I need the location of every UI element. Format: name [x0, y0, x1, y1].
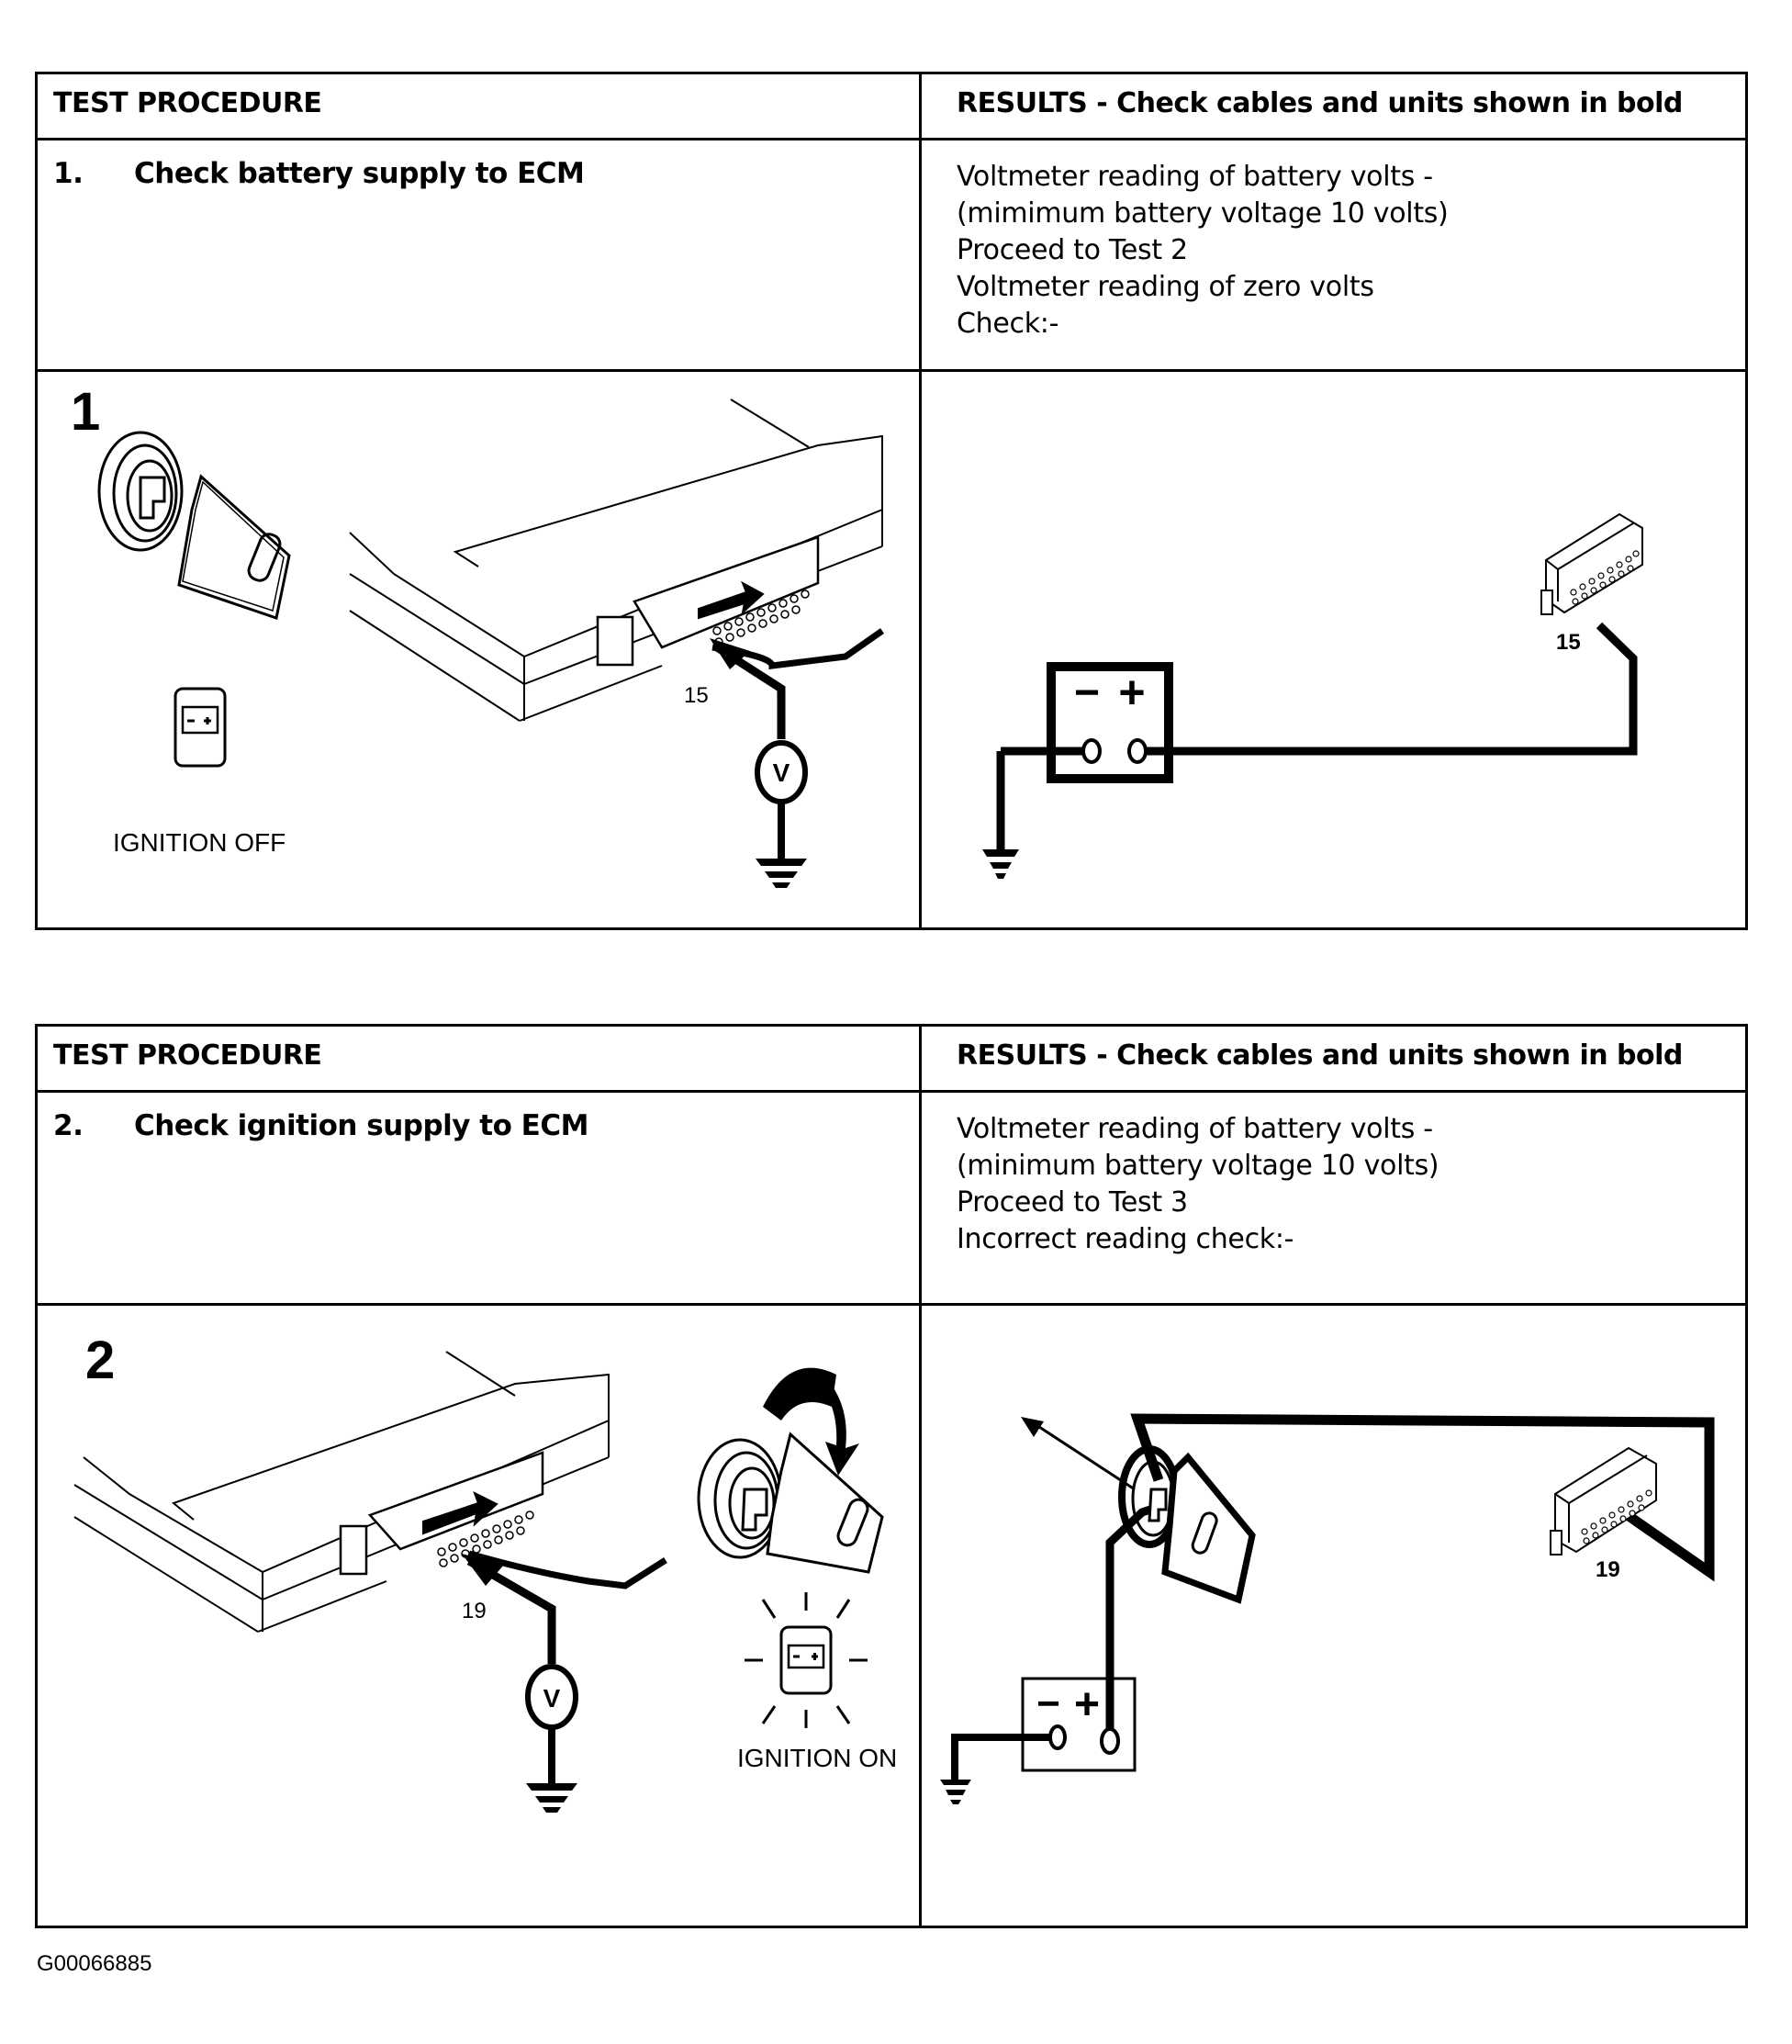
ignition-key-turned-icon: [697, 1367, 884, 1574]
ecm-unit-icon: [349, 399, 883, 722]
probe-arrow-icon: [710, 638, 750, 669]
ground-wire: [951, 1734, 1058, 1780]
header-cell-left: TEST PROCEDURE: [38, 1027, 922, 1090]
ecm-connector-drawing: 19 V: [73, 1351, 897, 1813]
ground-symbol-icon: [526, 1783, 577, 1813]
figure-code: G00066885: [37, 1951, 152, 1976]
battery-warning-lamp-icon: [174, 687, 227, 768]
ignition-off-label: IGNITION OFF: [113, 828, 286, 857]
test-1-text-row: 1. Check battery supply to ECM Voltmeter…: [38, 140, 1745, 372]
figure-number: 1: [71, 382, 101, 442]
figure-1-schematic: − +: [922, 372, 1745, 927]
positive-terminal: [1127, 738, 1148, 764]
ignition-on-label: IGNITION ON: [737, 1744, 897, 1772]
figure-2-illustration: 2: [38, 1306, 922, 1926]
battery-icon: − +: [1047, 662, 1173, 783]
results-cell: Voltmeter reading of battery volts - (mi…: [922, 140, 1745, 369]
voltmeter-icon: V: [525, 1664, 578, 1730]
ground-symbol-icon: [982, 849, 1019, 879]
test-procedure-header: TEST PROCEDURE: [53, 1039, 322, 1072]
result-line: Proceed to Test 3: [957, 1186, 1188, 1219]
result-line: (mimimum battery voltage 10 volts): [957, 197, 1449, 230]
figure-1-illustration: 1: [38, 372, 922, 927]
step-text: Check battery supply to ECM: [134, 157, 585, 190]
header-cell-left: TEST PROCEDURE: [38, 74, 922, 138]
step-number: 1.: [53, 157, 84, 190]
test-1-table: TEST PROCEDURE RESULTS - Check cables an…: [35, 72, 1748, 930]
results-cell: Voltmeter reading of battery volts - (mi…: [922, 1093, 1745, 1303]
switched-supply-wire: [1130, 1413, 1715, 1582]
battery-icon: − +: [1021, 1677, 1137, 1772]
battery-minus-terminal-label: −: [1036, 1681, 1060, 1726]
battery-circuit-schematic: − +: [982, 512, 1643, 879]
figure-2-schematic: − +: [922, 1306, 1745, 1926]
voltmeter-icon: V: [755, 740, 808, 804]
result-line: Incorrect reading check:-: [957, 1223, 1294, 1255]
step-title: 1. Check battery supply to ECM: [53, 157, 585, 190]
svg-text:V: V: [543, 1684, 561, 1713]
figure-number: 2: [85, 1331, 116, 1390]
result-line: Check:-: [957, 308, 1059, 340]
results-header: RESULTS - Check cables and units shown i…: [957, 87, 1683, 119]
supply-wire: [1137, 622, 1638, 756]
result-line: Proceed to Test 2: [957, 234, 1188, 266]
pointer-line: [1036, 1423, 1136, 1491]
test-procedure-header: TEST PROCEDURE: [53, 87, 322, 119]
ecm-connector-drawing: IGNITION OFF: [97, 399, 885, 888]
ecm-connector-icon: [1540, 512, 1643, 615]
ignition-key-icon: [97, 431, 291, 620]
ground-symbol-icon: [940, 1780, 971, 1804]
header-cell-right: RESULTS - Check cables and units shown i…: [922, 74, 1745, 138]
negative-terminal: [1048, 1724, 1067, 1750]
result-line: Voltmeter reading of zero volts: [957, 271, 1374, 303]
ecm-connector-icon: [1550, 1446, 1657, 1555]
pin-number-label: 19: [462, 1599, 487, 1623]
battery-minus-terminal-label: −: [1074, 668, 1100, 717]
results-list: Voltmeter reading of battery volts - (mi…: [957, 159, 1449, 343]
pointer-arrow-icon: [1021, 1417, 1044, 1437]
ground-symbol-icon: [756, 859, 807, 888]
positive-terminal: [1100, 1727, 1120, 1755]
battery-warning-lamp-on-icon: [745, 1592, 868, 1728]
pin-number-label: 15: [684, 683, 709, 708]
test-2-figure-row: 2: [38, 1306, 1745, 1926]
rotate-arrow-icon: [763, 1367, 836, 1421]
test-2-text-row: 2. Check ignition supply to ECM Voltmete…: [38, 1093, 1745, 1306]
test-2-table: TEST PROCEDURE RESULTS - Check cables an…: [35, 1024, 1748, 1928]
header-cell-right: RESULTS - Check cables and units shown i…: [922, 1027, 1745, 1090]
ecm-unit-icon: [73, 1351, 610, 1633]
test-1-figure-row: 1: [38, 372, 1745, 927]
probe-lead: [466, 1557, 556, 1664]
test-2-header-row: TEST PROCEDURE RESULTS - Check cables an…: [38, 1027, 1745, 1093]
procedure-cell: 1. Check battery supply to ECM: [38, 140, 922, 369]
results-list: Voltmeter reading of battery volts - (mi…: [957, 1111, 1439, 1258]
step-title: 2. Check ignition supply to ECM: [53, 1109, 588, 1142]
step-text: Check ignition supply to ECM: [134, 1109, 588, 1142]
negative-terminal: [1081, 738, 1102, 764]
ignition-switch-icon: [1118, 1445, 1256, 1604]
svg-text:V: V: [773, 758, 790, 787]
battery-plus-terminal-label: +: [1118, 667, 1145, 718]
pin-number-label: 15: [1556, 630, 1581, 655]
results-header: RESULTS - Check cables and units shown i…: [957, 1039, 1683, 1072]
battery-plus-terminal-label: +: [1074, 1680, 1100, 1729]
result-line: (minimum battery voltage 10 volts): [957, 1150, 1439, 1182]
procedure-cell: 2. Check ignition supply to ECM: [38, 1093, 922, 1303]
step-number: 2.: [53, 1109, 84, 1142]
result-line: Voltmeter reading of battery volts -: [957, 1113, 1433, 1145]
probe-arrow-icon: [462, 1554, 504, 1586]
test-1-header-row: TEST PROCEDURE RESULTS - Check cables an…: [38, 74, 1745, 140]
ignition-circuit-schematic: − +: [940, 1413, 1715, 1804]
connector-cable: [468, 1550, 667, 1589]
result-line: Voltmeter reading of battery volts -: [957, 161, 1433, 193]
pin-number-label: 19: [1596, 1557, 1620, 1582]
